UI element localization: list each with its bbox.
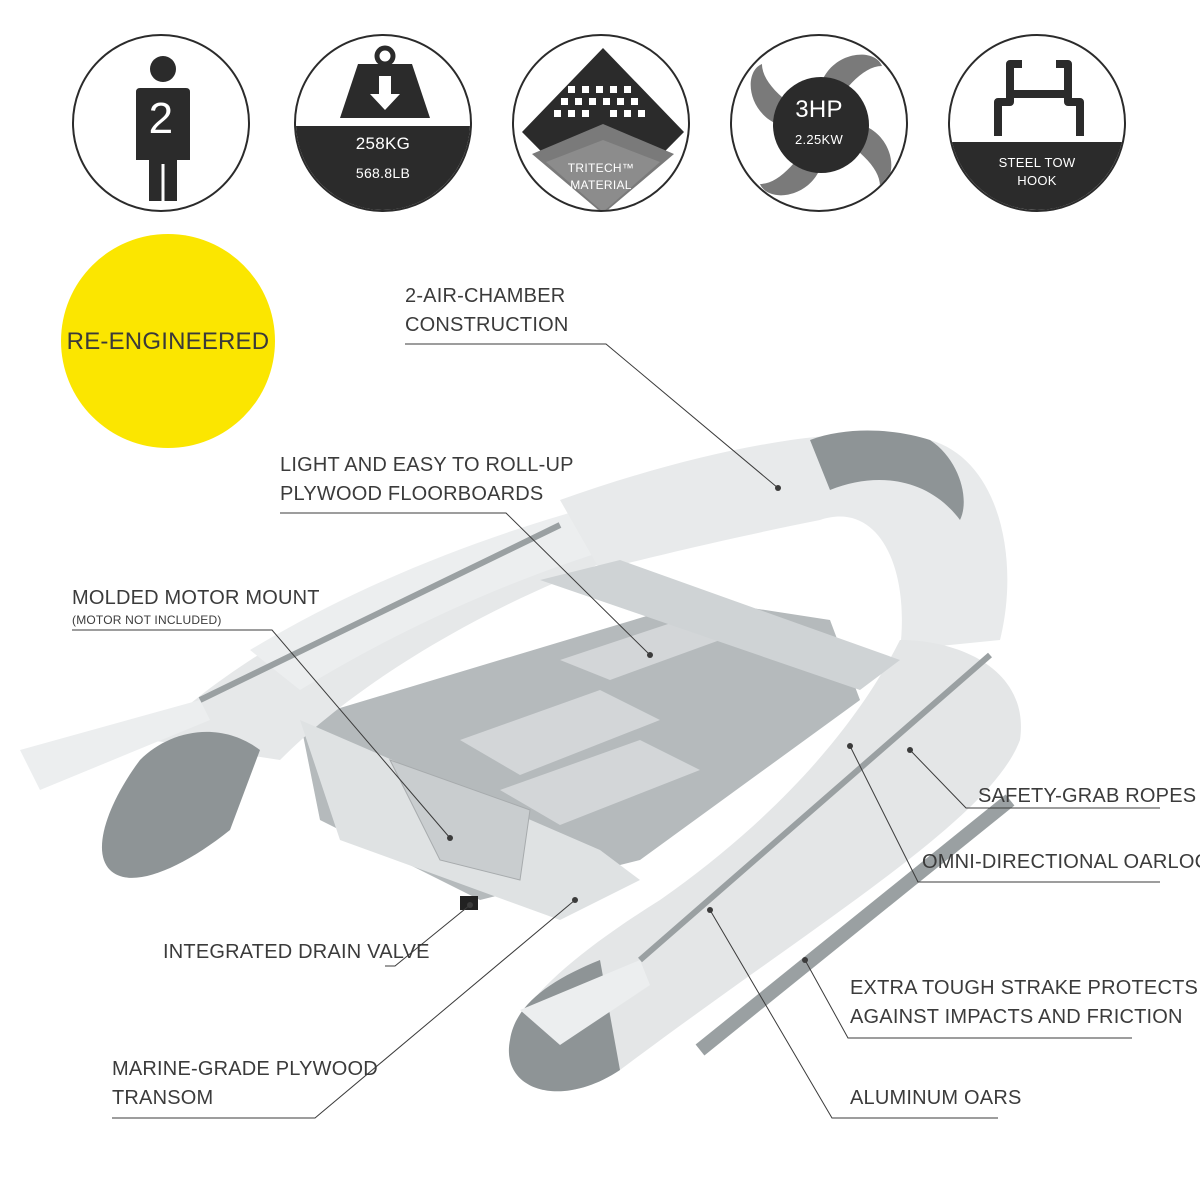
feature-motor-mount: MOLDED MOTOR MOUNT (MOTOR NOT INCLUDED) (72, 584, 320, 627)
tow-hook-line1: STEEL TOW (998, 155, 1076, 170)
feature-drain-valve: INTEGRATED DRAIN VALVE (163, 941, 430, 963)
badge-material: TRITECH™ MATERIAL (512, 34, 690, 212)
feature-transom-line1: MARINE-GRADE PLYWOOD (112, 1058, 378, 1080)
feature-floorboards-line2: PLYWOOD FLOORBOARDS (280, 483, 544, 505)
badge-tow-hook: STEEL TOW HOOK (948, 34, 1126, 212)
motor-kw: 2.25KW (794, 132, 844, 147)
callout-lines (72, 343, 1160, 1119)
floorboards (460, 620, 720, 825)
feature-air-chamber-line2: CONSTRUCTION (405, 314, 569, 336)
aluminum-oars (20, 522, 992, 1045)
feature-motor-mount-line1: MOLDED MOTOR MOUNT (72, 587, 320, 609)
feature-transom: MARINE-GRADE PLYWOOD TRANSOM (112, 1055, 378, 1113)
feature-motor-mount-note: (MOTOR NOT INCLUDED) (72, 613, 222, 627)
bow-cap (810, 430, 964, 520)
tow-hook-line2: HOOK (1017, 173, 1057, 188)
tritech-material-icon (522, 48, 684, 210)
re-engineered-badge: RE-ENGINEERED (61, 234, 275, 448)
feature-transom-line2: TRANSOM (112, 1087, 214, 1109)
feature-strake-line1: EXTRA TOUGH STRAKE PROTECTS (850, 977, 1199, 999)
feature-grab-ropes: SAFETY-GRAB ROPES (978, 785, 1197, 807)
badge-motor-power: 3HP 2.25KW (730, 34, 908, 212)
feature-oarlocks: OMNI-DIRECTIONAL OARLOCKS (922, 851, 1200, 873)
motor-hp: 3HP (795, 96, 843, 123)
bow-tube (560, 433, 1008, 650)
feature-floorboards-line1: LIGHT AND EASY TO ROLL-UP (280, 454, 574, 476)
feature-air-chamber-line1: 2-AIR-CHAMBER (405, 285, 566, 307)
tow-hook-icon (950, 60, 1124, 210)
strake (695, 794, 1015, 1056)
weight-lb: 568.8LB (355, 165, 411, 181)
badge-capacity: 2 (72, 34, 250, 212)
seat-bench (540, 560, 900, 690)
material-line2: MATERIAL (570, 178, 632, 192)
left-tube-cone (101, 731, 260, 878)
propeller-icon (750, 54, 892, 196)
person-icon (136, 56, 190, 201)
feature-strake: EXTRA TOUGH STRAKE PROTECTS AGAINST IMPA… (850, 974, 1198, 1032)
feature-oars: ALUMINUM OARS (850, 1087, 1022, 1109)
weight-icon (296, 45, 470, 210)
callout-dots (447, 485, 913, 963)
feature-strake-line2: AGAINST IMPACTS AND FRICTION (850, 1006, 1183, 1028)
material-line1: TRITECH™ (567, 161, 635, 175)
re-engineered-label: RE-ENGINEERED (66, 328, 270, 355)
feature-floorboards: LIGHT AND EASY TO ROLL-UP PLYWOOD FLOORB… (280, 451, 574, 509)
motor-mount-plate (388, 759, 531, 881)
capacity-number: 2 (148, 94, 174, 143)
badge-weight: 258KG 568.8LB (294, 34, 472, 212)
feature-air-chamber: 2-AIR-CHAMBER CONSTRUCTION (405, 282, 569, 340)
weight-kg: 258KG (355, 134, 411, 153)
